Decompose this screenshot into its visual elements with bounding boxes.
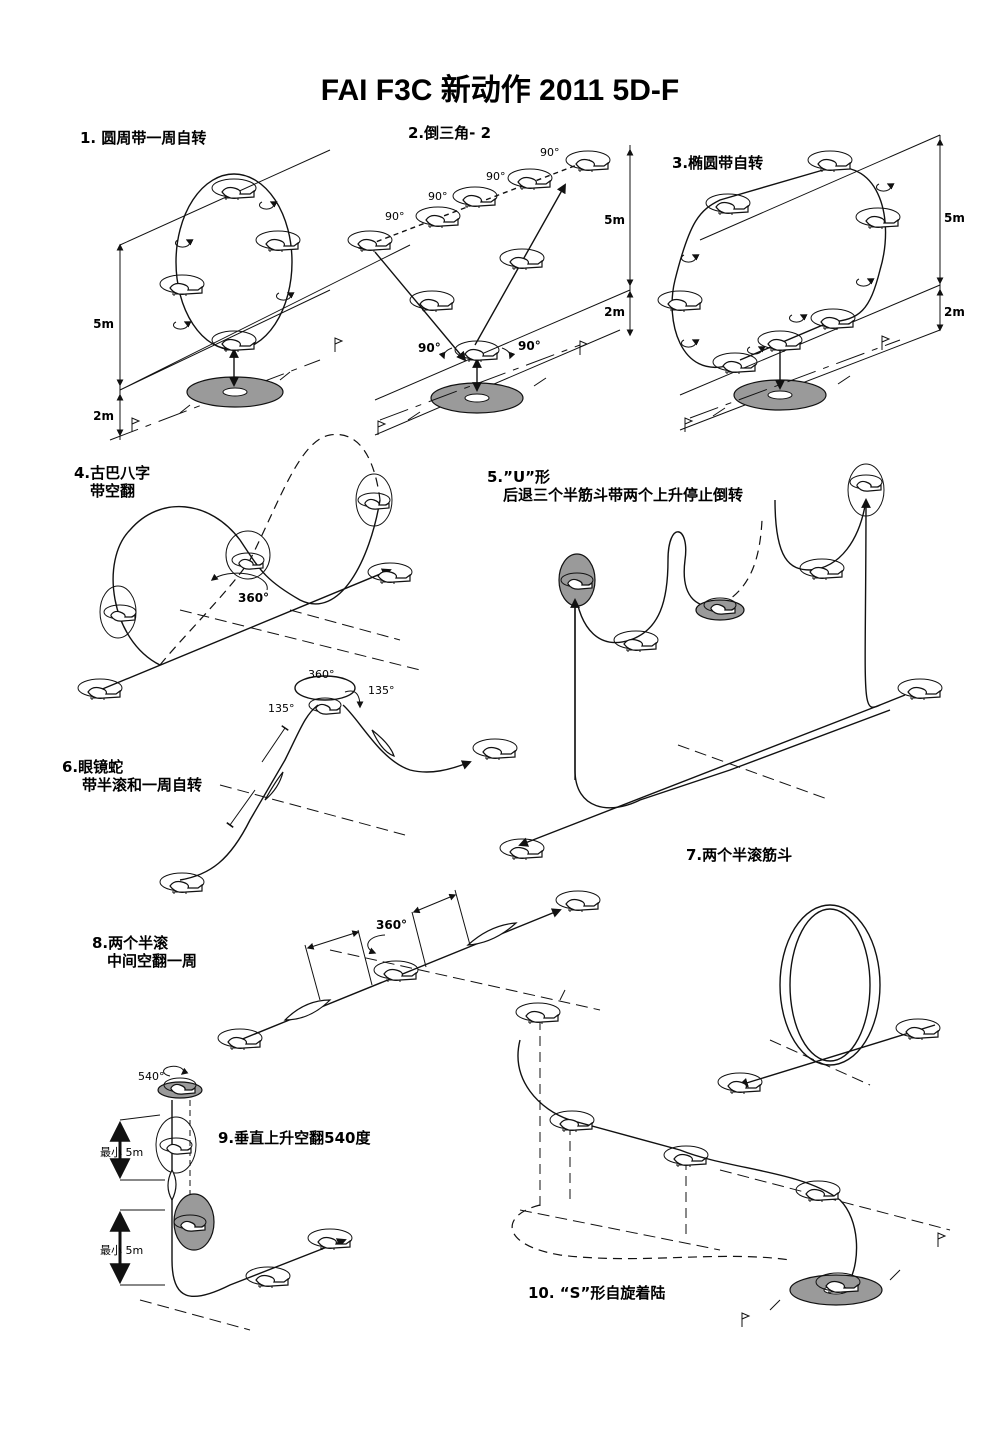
m1-5m: 5m — [93, 317, 114, 331]
helicopter-icon — [565, 150, 611, 173]
helicopter-icon — [613, 630, 659, 653]
helicopter-icon — [159, 1137, 193, 1155]
helicopter-icon — [415, 206, 461, 229]
helicopter-icon — [895, 1018, 941, 1041]
maneuver-10-label: 10. “S”形自旋着陆 — [528, 1284, 665, 1302]
page-title: FAI F3C 新动作 2011 5D-F — [321, 74, 679, 107]
m9-540: 540° — [138, 1070, 165, 1083]
maneuver-4-sub: 带空翻 — [90, 482, 135, 500]
double-loop — [717, 904, 941, 1095]
helicopter-icon — [217, 1028, 263, 1051]
maneuver-5: 5.”U”形 后退三个半筋斗带两个上升停止倒转 — [487, 463, 885, 653]
m2-90-c: 90° — [486, 170, 506, 183]
m8-360: 360° — [376, 918, 407, 932]
helicopter-icon — [367, 562, 413, 585]
helicopter-icon — [231, 552, 265, 570]
maneuver-3: 3.椭圆带自转 5m 2m — [657, 134, 965, 433]
flag-icon — [334, 337, 343, 353]
loop-path — [175, 173, 293, 351]
maneuver-5-sub: 后退三个半筋斗带两个上升停止倒转 — [503, 486, 743, 504]
maneuver-7-label: 7.两个半滚筋斗 — [686, 846, 792, 864]
flag-icon — [579, 340, 588, 356]
maneuver-1-label: 1. 圆周带一周自转 — [80, 129, 206, 147]
helicopter-icon — [757, 330, 803, 353]
helicopter-icon — [499, 838, 545, 861]
maneuver-4-label: 4.古巴八字 — [74, 464, 150, 482]
m9-min2: 最小 5m — [100, 1244, 143, 1257]
maneuver-2: 2.倒三角- 2 5m 2m 90° 90° 90° 90° 90° 90° — [347, 124, 634, 436]
maneuver-5-label: 5.”U”形 — [487, 468, 550, 486]
m2-90-a: 90° — [385, 210, 405, 223]
m2-90-d: 90° — [540, 146, 560, 159]
helicopter-icon — [472, 738, 518, 761]
m2-90-right: 90° — [518, 339, 541, 353]
maneuver-8: 8.两个半滚 中间空翻一周 360° — [92, 889, 601, 1051]
maneuver-8-label: 8.两个半滚 — [92, 934, 169, 952]
maneuver-2-label: 2.倒三角- 2 — [408, 124, 491, 142]
helicopter-icon — [347, 230, 393, 253]
m3-2m: 2m — [944, 305, 965, 319]
helicopter-icon — [211, 178, 257, 201]
helicopter-icon — [499, 248, 545, 271]
maneuver-1: 1. 圆周带一周自转 5m 2m — [80, 129, 411, 441]
m6-135a: 135° — [268, 702, 295, 715]
m2-90-left: 90° — [418, 341, 441, 355]
maneuver-9-label: 9.垂直上升空翻540度 — [218, 1129, 371, 1147]
helicopter-icon — [255, 230, 301, 253]
helicopter-icon — [897, 678, 943, 701]
m4-360: 360° — [238, 591, 269, 605]
helicopter-icon — [555, 890, 601, 913]
helicopter-icon — [454, 340, 500, 363]
m9-min1: 最小 5m — [100, 1146, 143, 1159]
helicopter-icon — [849, 474, 883, 492]
maneuver-8-sub: 中间空翻一周 — [107, 952, 197, 970]
maneuver-6-sub: 带半滚和一周自转 — [82, 776, 202, 794]
helicopter-icon — [307, 1228, 353, 1251]
m6-360: 360° — [308, 668, 335, 681]
helicopter-icon — [507, 168, 553, 191]
flag-icon — [684, 417, 693, 433]
maneuver-10: 10. “S”形自旋着陆 — [511, 989, 951, 1328]
helicopter-icon — [657, 290, 703, 313]
maneuver-9: 9.垂直上升空翻540度 最小 5m 最小 5m 540° — [100, 1065, 371, 1331]
maneuver-3-label: 3.椭圆带自转 — [672, 154, 763, 172]
helicopter-icon — [103, 604, 137, 622]
m2-2m: 2m — [604, 305, 625, 319]
helicopter-icon — [855, 207, 901, 230]
maneuver-6-label: 6.眼镜蛇 — [62, 758, 123, 776]
helicopter-icon — [159, 274, 205, 297]
m1-2m: 2m — [93, 409, 114, 423]
helicopter-icon — [357, 492, 391, 510]
helicopter-icon — [795, 1180, 841, 1203]
helicopter-icon — [373, 960, 419, 983]
helicopter-icon — [717, 1072, 763, 1095]
ellipse-path — [671, 166, 887, 368]
helicopter-icon — [77, 678, 123, 701]
flag-icon — [881, 335, 890, 351]
helicopter-icon — [807, 150, 853, 173]
maneuver-7: 7.两个半滚筋斗 — [499, 498, 943, 864]
entry-path — [99, 568, 392, 691]
helicopter-icon — [515, 1002, 561, 1025]
m2-90-b: 90° — [428, 190, 448, 203]
m3-5m: 5m — [944, 211, 965, 225]
m2-5m: 5m — [604, 213, 625, 227]
helicopter-icon — [211, 330, 257, 353]
maneuver-6: 6.眼镜蛇 带半滚和一周自转 360° 135° 135° — [62, 668, 518, 895]
m6-135b: 135° — [368, 684, 395, 697]
flag-icon — [937, 1232, 946, 1248]
flag-icon — [741, 1312, 750, 1328]
maneuver-4: 4.古巴八字 带空翻 360° — [74, 433, 421, 701]
